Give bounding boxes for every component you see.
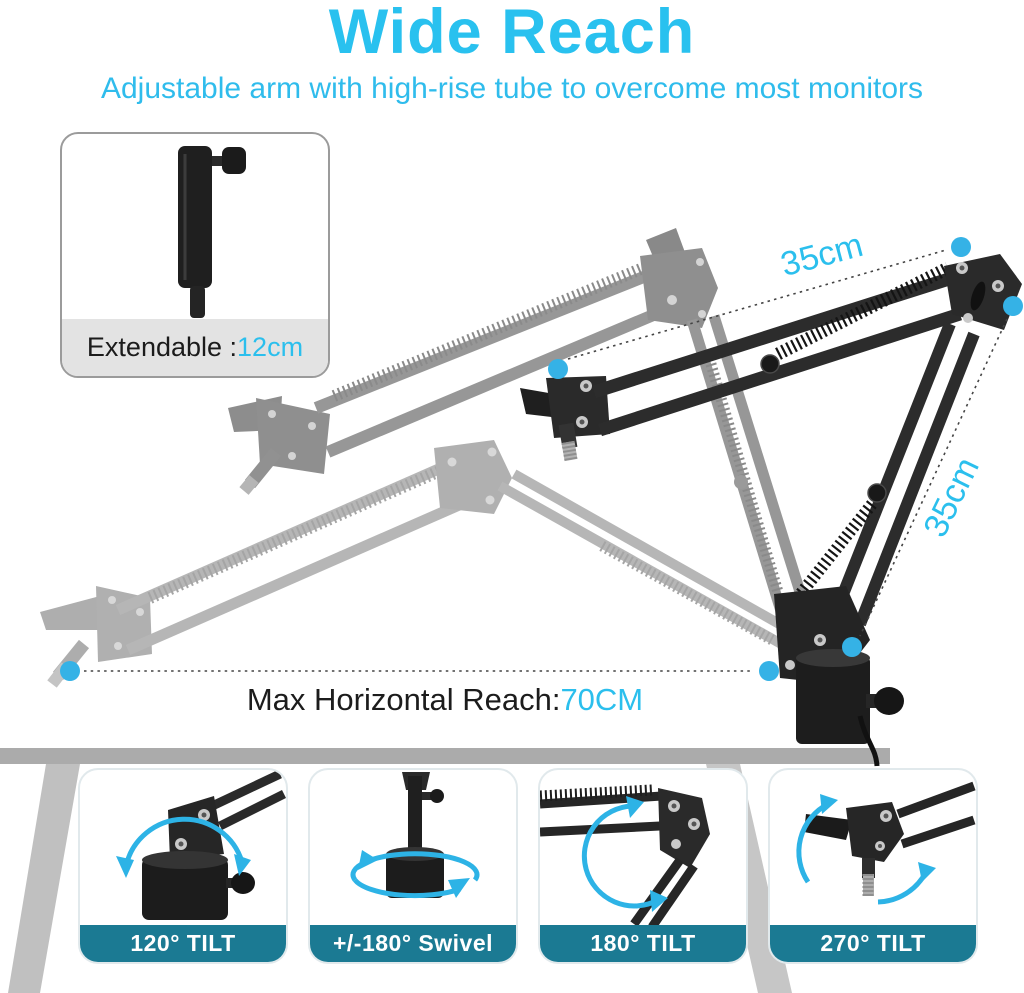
arrow-head-right	[918, 862, 936, 882]
ghost1-elbow	[640, 248, 718, 328]
ghost1-upper-bar	[313, 266, 659, 414]
ghost2-elbow	[434, 440, 512, 514]
desk-leg-left	[8, 764, 80, 993]
spring	[540, 784, 653, 802]
boom-arm	[520, 254, 1022, 627]
tilt-270-illustration	[796, 781, 976, 905]
cable	[857, 715, 880, 767]
base-tighten-knob	[874, 687, 904, 715]
tilt-arc-arrow	[123, 816, 245, 867]
arrow-head-left	[116, 856, 134, 878]
feature-label-tilt-270: 270° TILT	[770, 925, 976, 962]
tilt-180-illustration	[540, 784, 710, 927]
joint-dot	[951, 237, 971, 257]
tube-knob	[222, 147, 246, 174]
feature-label-tilt-120: 120° TILT	[80, 925, 286, 962]
extendable-value: 12cm	[237, 332, 304, 362]
upper-arm-spring	[775, 262, 951, 360]
ghost2-spring	[147, 464, 445, 604]
feature-panels: 120° TILT +/-180° Swivel	[78, 768, 978, 964]
tilt-120-illustration	[116, 770, 286, 920]
feature-panel-swivel-180: +/-180° Swivel	[308, 768, 518, 964]
page-subtitle: Adjustable arm with high-rise tube to ov…	[100, 72, 923, 105]
upper-arm-line	[567, 249, 947, 360]
lower-arm-line	[859, 318, 1008, 637]
max-reach-label: Max Horizontal Reach:70CM	[246, 682, 644, 717]
upper-arm-bar	[592, 271, 954, 399]
joint-dot	[60, 661, 80, 681]
tilt-arc-left	[796, 801, 830, 884]
forearm-spring	[789, 500, 877, 606]
feature-panel-tilt-270: 270° TILT	[768, 768, 978, 964]
extendable-tube-image	[178, 146, 246, 318]
tilt-arc-arrow	[581, 803, 660, 909]
arrow-head-right	[234, 854, 251, 876]
joint-dot	[1003, 296, 1023, 316]
ghost-arm-lowered	[40, 440, 807, 688]
extendable-caption: Extendable :12cm	[62, 319, 328, 376]
clamp-base	[774, 586, 904, 767]
swivel-180-illustration	[350, 772, 480, 899]
swivel-ellipse-arrow	[350, 851, 480, 882]
arrow-head-top	[626, 796, 644, 818]
feature-panel-tilt-180: 180° TILT	[538, 768, 748, 964]
joint-dot	[759, 661, 779, 681]
forearm-bar	[830, 321, 956, 615]
measurement-lines	[84, 249, 1008, 672]
desk-top	[0, 748, 890, 764]
joint-dot	[842, 637, 862, 657]
feature-panel-tilt-120: 120° TILT	[78, 768, 288, 964]
feature-label-tilt-180: 180° TILT	[540, 925, 746, 962]
page-title: Wide Reach	[328, 0, 696, 67]
joint-dots	[60, 237, 1023, 681]
feature-label-swivel-180: +/-180° Swivel	[310, 925, 516, 962]
extendable-label: Extendable :	[86, 332, 238, 362]
joint-dot	[548, 359, 568, 379]
base-cylinder	[796, 656, 870, 744]
ghost-arm-mid	[228, 228, 816, 636]
arrow-head-bottom	[448, 878, 470, 898]
extendable-tube-callout: Extendable :12cm	[60, 132, 330, 378]
arrow-head-left	[820, 794, 838, 814]
clip-knob	[804, 814, 852, 840]
arrow-head-top	[358, 850, 378, 870]
arrow-head-bottom	[650, 890, 668, 912]
tilt-arc-right	[877, 870, 929, 905]
mic-thread-tip	[561, 440, 578, 462]
